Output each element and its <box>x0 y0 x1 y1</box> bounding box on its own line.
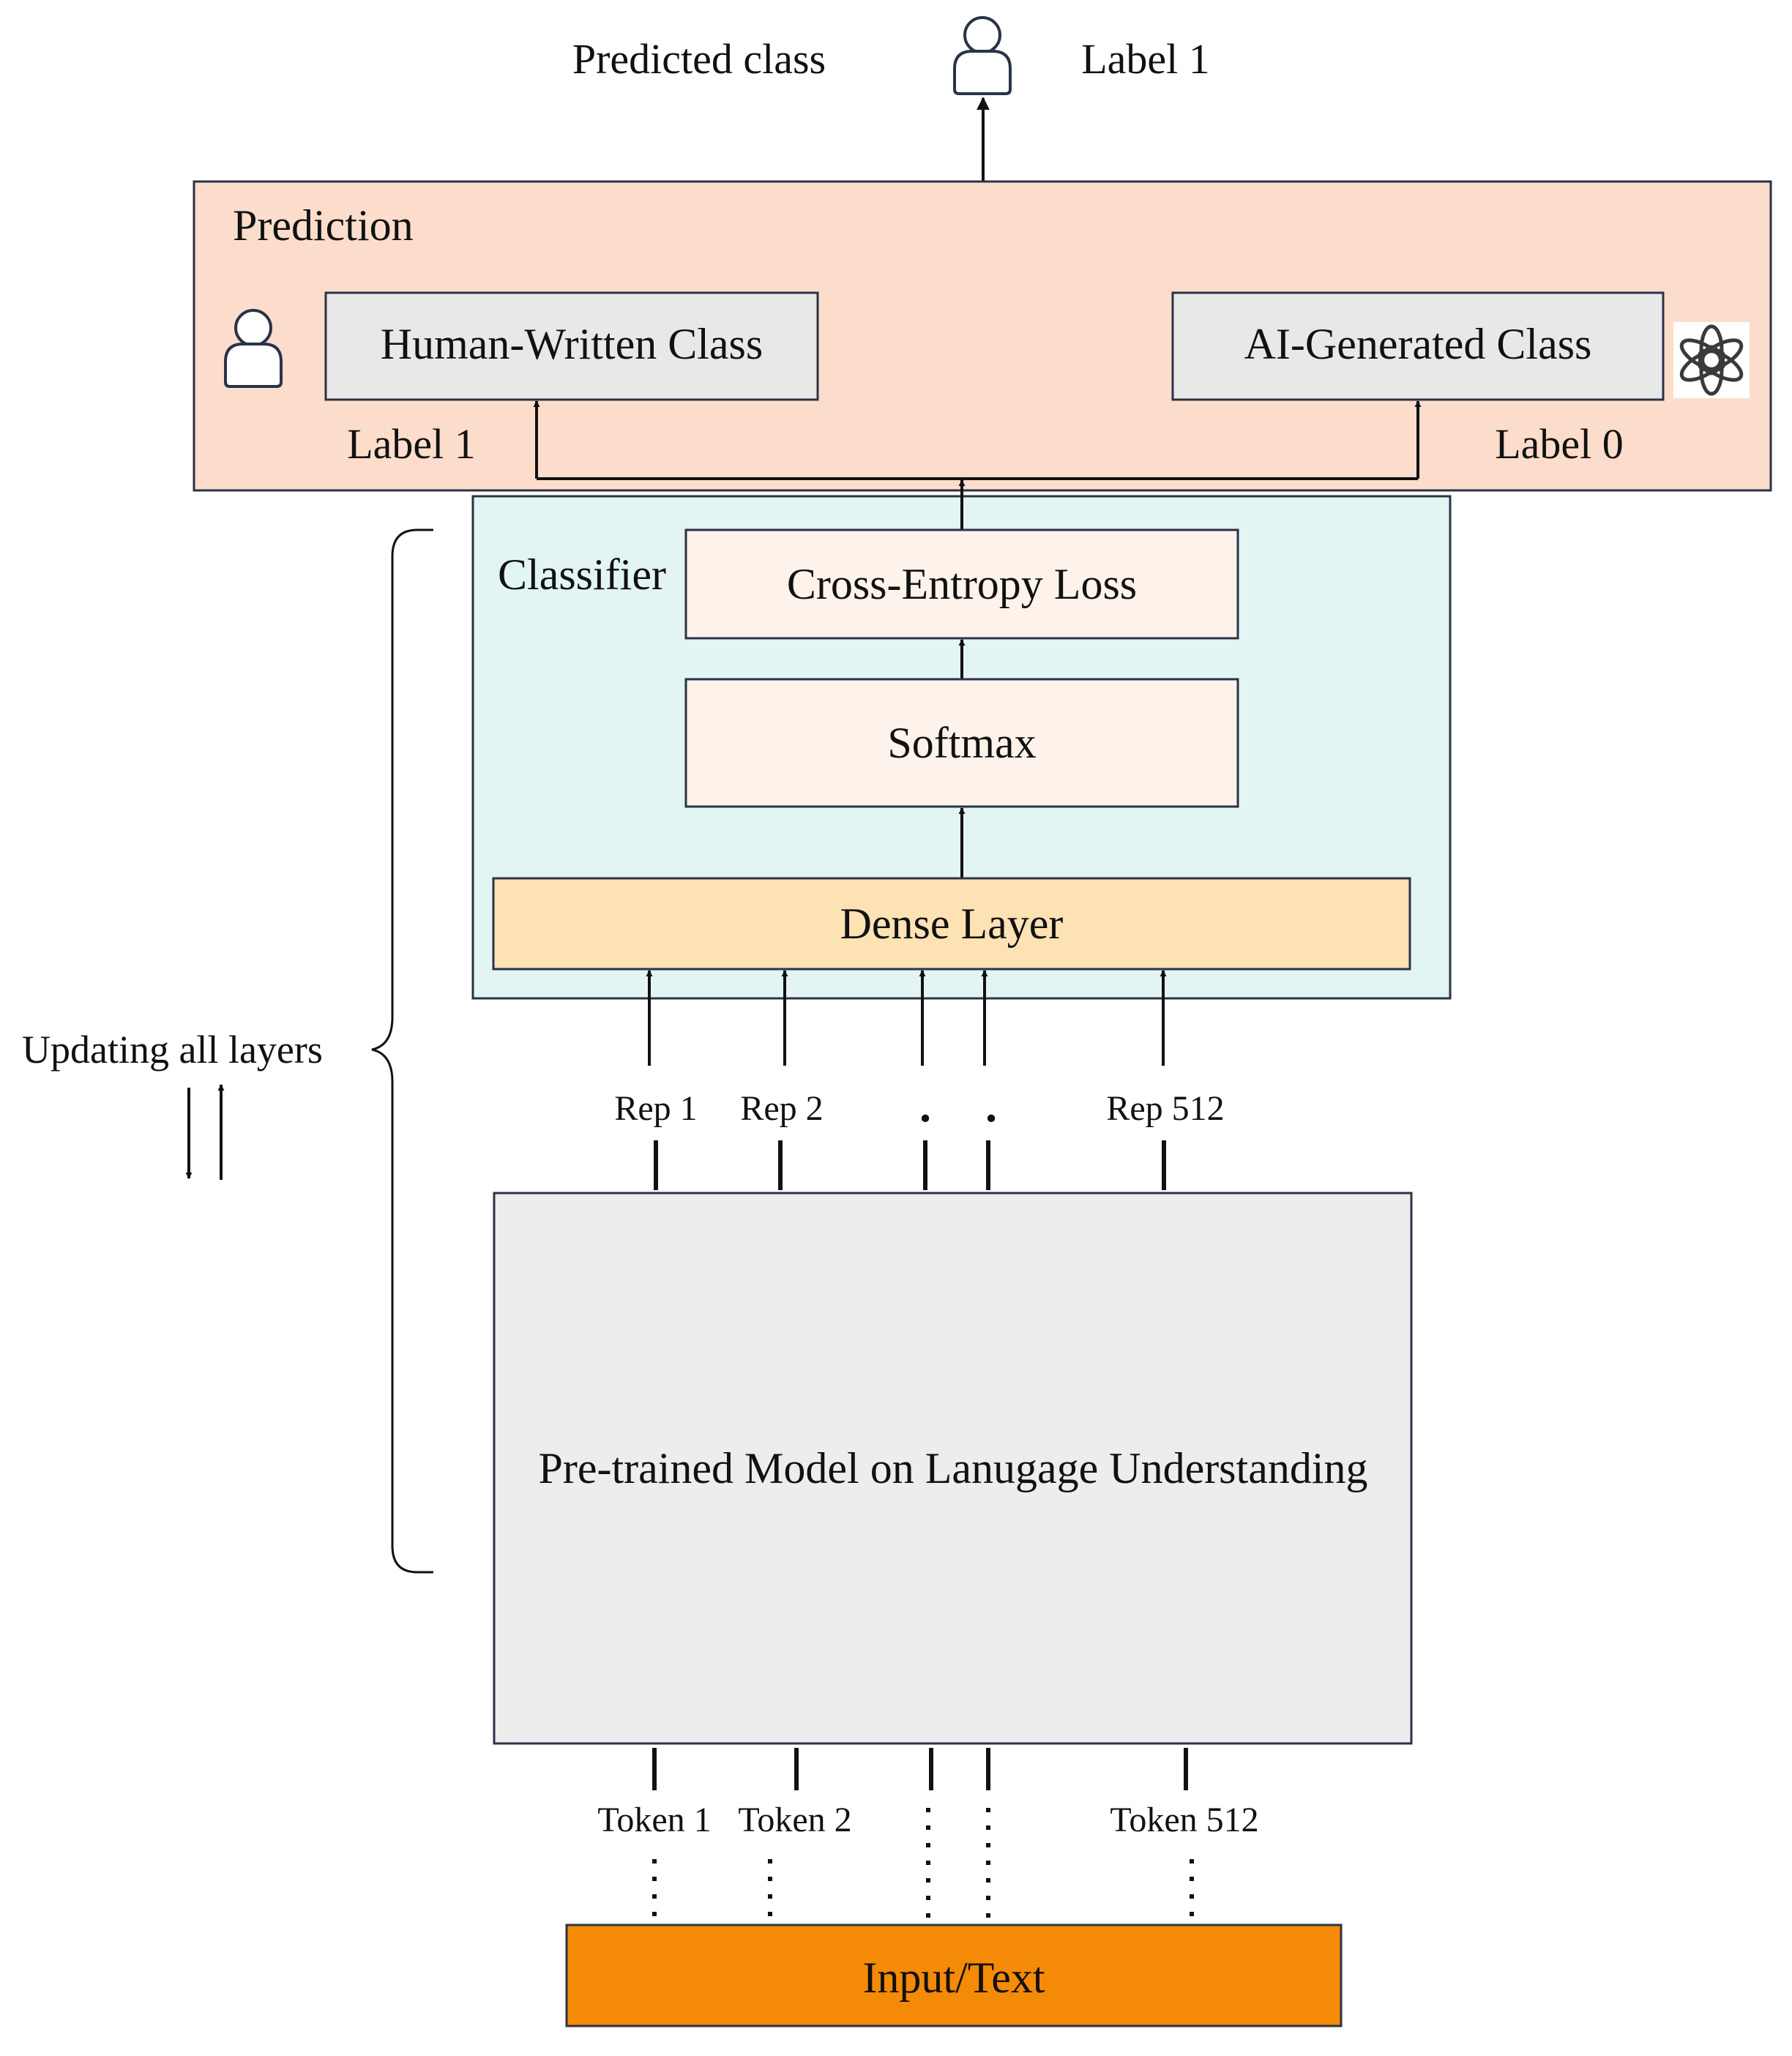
input-text-box <box>565 1924 1343 2027</box>
classifier-title: Classifier <box>498 550 666 599</box>
rep-label: . <box>919 1080 931 1132</box>
pretrained-model-label: Pre-trained Model on Lanugage Understand… <box>539 1444 1368 1492</box>
dense-layer-box <box>492 877 1411 971</box>
token-label: Token 1 <box>597 1801 711 1839</box>
rep-label: Rep 2 <box>740 1089 823 1128</box>
token-label: Token 512 <box>1110 1801 1258 1839</box>
dense-layer-label: Dense Layer <box>840 900 1064 948</box>
token-label: Token 2 <box>738 1801 851 1839</box>
output-label: Label 1 <box>1081 35 1210 83</box>
human-label: Label 1 <box>347 420 476 468</box>
rep-label: . <box>985 1080 997 1132</box>
ai-label: Label 0 <box>1495 420 1624 468</box>
human-written-class-box <box>324 291 819 401</box>
rep-label: Rep 1 <box>614 1089 697 1128</box>
representation-group: Rep 1 Rep 2.. Rep 512 <box>614 970 1225 1190</box>
person-icon <box>224 309 283 388</box>
ai-generated-class-label: AI-Generated Class <box>1244 320 1592 368</box>
openai-logo-icon <box>1673 322 1750 398</box>
cross-entropy-loss-label: Cross-Entropy Loss <box>787 560 1137 608</box>
ai-generated-class-box <box>1171 291 1665 401</box>
cross-entropy-loss-box <box>684 528 1239 640</box>
prediction-title: Prediction <box>233 201 414 250</box>
pretrained-model-box <box>493 1192 1413 1745</box>
predicted-class-label: Predicted class <box>572 35 826 83</box>
person-icon <box>953 16 1012 95</box>
rep-label: Rep 512 <box>1106 1089 1224 1128</box>
human-written-class-label: Human-Written Class <box>381 320 763 368</box>
input-text-label: Input/Text <box>862 1954 1045 2002</box>
softmax-label: Softmax <box>887 719 1036 767</box>
softmax-box <box>684 678 1239 808</box>
layers-brace <box>371 528 433 1574</box>
token-group: Token 1 Token 2 Token 512 <box>597 1748 1259 1924</box>
updating-all-layers-label: Updating all layers <box>22 1028 323 1072</box>
